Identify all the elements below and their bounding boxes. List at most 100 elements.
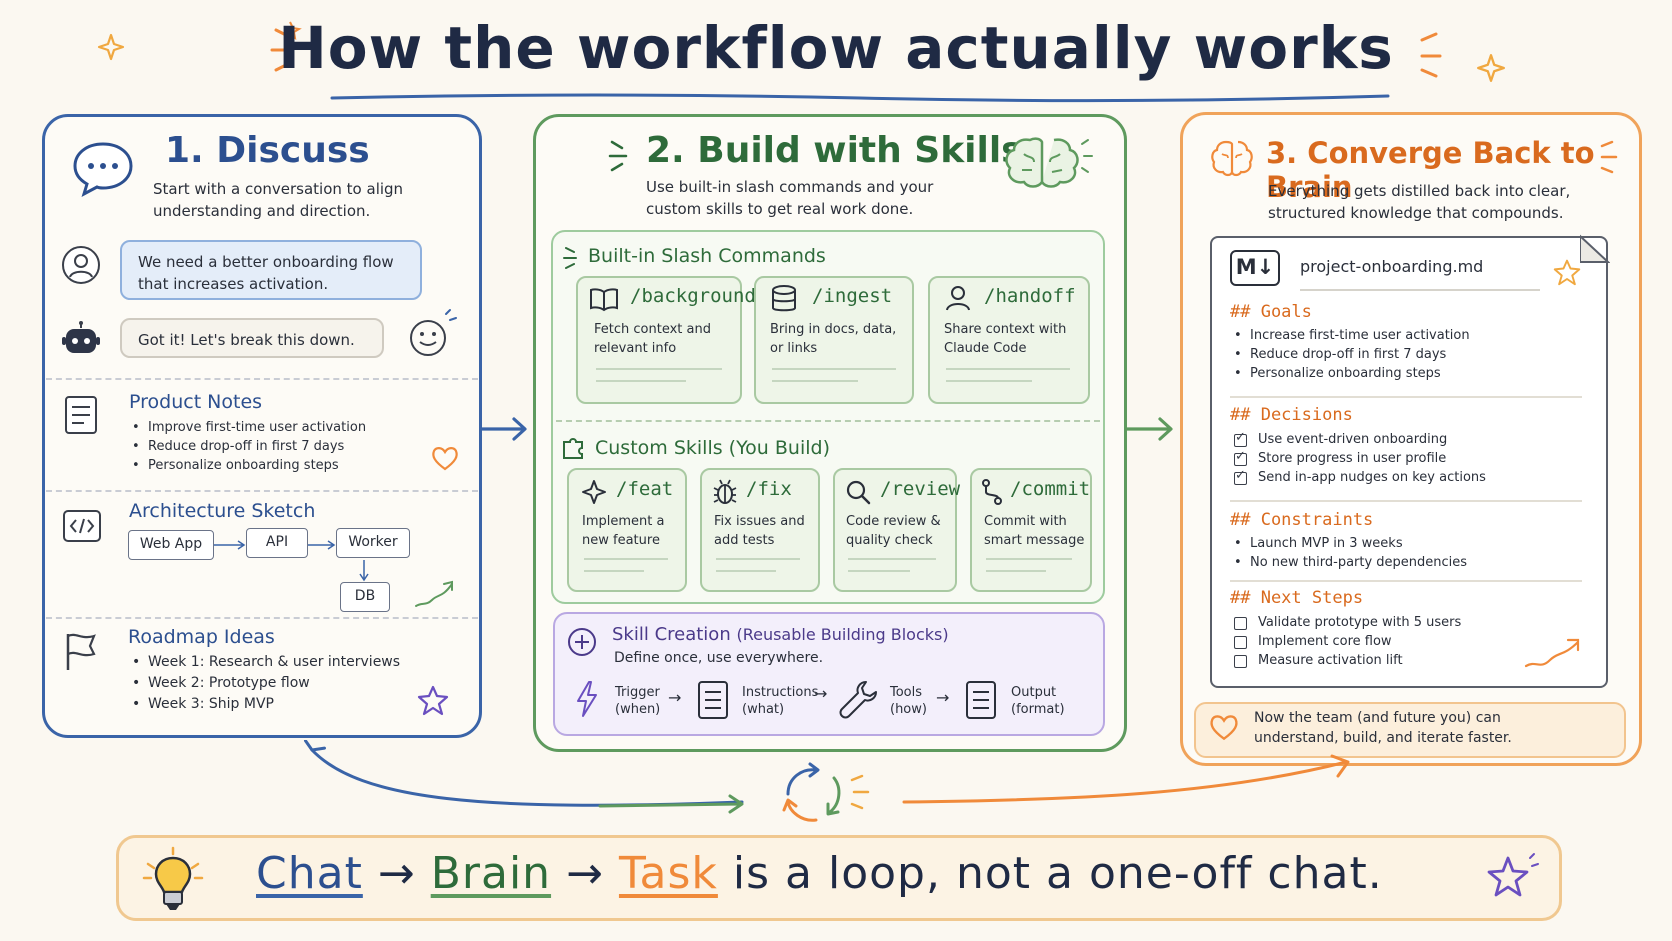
loop-brain: Brain [430, 848, 552, 899]
cmd-background: /background [630, 285, 756, 307]
card-desc-line: Code review & [846, 514, 941, 529]
skill-creation-desc: Define once, use everywhere. [614, 650, 824, 666]
checklist-item[interactable]: Validate prototype with 5 users [1232, 613, 1572, 632]
user-message-bubble: We need a better onboarding flow that in… [120, 240, 422, 300]
list-item: Improve first-time user activation [130, 418, 430, 437]
sparkle-icon [1477, 54, 1505, 82]
card-ingest[interactable] [754, 276, 914, 404]
puzzle-icon [563, 438, 583, 459]
divider [1300, 289, 1540, 291]
markdown-badge: M↓ [1230, 250, 1280, 286]
step-label: Trigger [615, 685, 660, 700]
card-placeholder-line [772, 368, 896, 370]
team-note-text: Now the team (and future you) can unders… [1254, 708, 1512, 748]
goals-list: Increase first-time user activation Redu… [1232, 326, 1572, 383]
divider [46, 378, 478, 380]
converge-desc: Everything gets distilled back into clea… [1268, 180, 1570, 224]
accent-marks-icon [608, 140, 628, 172]
checklist-item: Send in-app nudges on key actions [1232, 466, 1572, 487]
desc-line: understanding and direction. [153, 202, 371, 220]
step-sub: (when) [615, 702, 661, 717]
arch-node-api: API [246, 528, 308, 558]
step-arrow: → [936, 688, 950, 707]
card-placeholder-line [986, 558, 1072, 560]
list-item: No new third-party dependencies [1232, 553, 1572, 572]
skill-creation-title: Skill Creation (Reusable Building Blocks… [612, 624, 949, 645]
desc-line: Use built-in slash commands and your [646, 178, 934, 196]
checklist-item: Use event-driven onboarding [1232, 428, 1572, 449]
list-item: Week 3: Ship MVP [130, 694, 450, 715]
arch-node-db: DB [340, 582, 390, 612]
page-title: How the workflow actually works [278, 14, 1394, 82]
bug-icon [713, 479, 737, 504]
custom-title: Custom Skills (You Build) [595, 437, 830, 459]
team-note-box [1194, 702, 1626, 758]
next-steps-list: Validate prototype with 5 users Implemen… [1232, 613, 1572, 670]
document-icon [698, 681, 728, 719]
heart-icon [432, 447, 458, 471]
step-label: Tools [890, 685, 923, 700]
refresh-cycle-icon [782, 762, 870, 822]
card-placeholder-line [772, 380, 858, 382]
checklist-item[interactable]: Measure activation lift [1232, 651, 1572, 670]
loop-banner [116, 835, 1562, 921]
checklist-item: Store progress in user profile [1232, 447, 1572, 468]
cmd-feat: /feat [616, 478, 674, 500]
loop-rest: is a loop, not a one-off chat. [732, 848, 1383, 899]
arch-node-webapp: Web App [128, 530, 214, 560]
desc-line: custom skills to get real work done. [646, 200, 914, 218]
list-item: Week 2: Prototype flow [130, 673, 450, 694]
step-sub: (format) [1011, 702, 1065, 717]
bot-message-bubble: Got it! Let's break this down. [120, 318, 384, 358]
architecture-title: Architecture Sketch [129, 500, 316, 522]
card-desc-line: Claude Code [944, 341, 1027, 356]
star-icon [1487, 853, 1539, 897]
build-title: 2. Build with Skills [646, 130, 1023, 171]
build-desc: Use built-in slash commands and your cus… [646, 176, 933, 220]
list-item: Reduce drop-off in first 7 days [130, 437, 430, 456]
divider [46, 617, 478, 619]
card-desc: Bring in docs, data, or links [770, 320, 896, 358]
step-label: Output [1011, 685, 1057, 700]
desc-line: structured knowledge that compounds. [1268, 204, 1564, 222]
loop-chat: Chat [256, 848, 363, 899]
accent-marks-icon [1420, 32, 1442, 78]
accent-marks-icon [1600, 140, 1618, 174]
loop-arrow: → [377, 848, 416, 899]
cmd-ingest: /ingest [812, 285, 893, 307]
loop-task: Task [618, 848, 718, 899]
divider [1230, 396, 1582, 398]
card-placeholder-line [848, 558, 936, 560]
list-item: Launch MVP in 3 weeks [1232, 534, 1572, 553]
converge-title: 3. Converge Back to Brain [1266, 136, 1595, 204]
note-line: understand, build, and iterate faster. [1254, 730, 1512, 746]
title-underline [330, 93, 1390, 103]
step-arrow: → [814, 684, 828, 703]
decisions-heading: ## Decisions [1230, 405, 1353, 425]
divider [556, 420, 1100, 422]
wrench-icon [839, 681, 877, 719]
message-line: We need a better onboarding flow [138, 253, 394, 271]
step-instructions: Instructions (what) [742, 684, 818, 718]
card-desc-line: new feature [582, 533, 660, 548]
cmd-fix: /fix [746, 478, 792, 500]
constraints-list: Launch MVP in 3 weeks No new third-party… [1232, 534, 1572, 572]
builtin-title: Built-in Slash Commands [588, 245, 826, 267]
step-output: Output (format) [1011, 684, 1065, 718]
card-placeholder-line [584, 558, 668, 560]
product-notes-list: Improve first-time user activation Reduc… [130, 418, 430, 475]
flag-icon [66, 633, 96, 670]
desc-line: Start with a conversation to align [153, 180, 404, 198]
document-icon [966, 681, 996, 719]
checklist-item[interactable]: Implement core flow [1232, 632, 1572, 651]
arrow-right-icon [1124, 417, 1173, 441]
code-icon [63, 510, 101, 542]
note-line: Now the team (and future you) can [1254, 710, 1501, 726]
skill-creation-title-paren: (Reusable Building Blocks) [736, 625, 949, 644]
discuss-title: 1. Discuss [165, 130, 370, 171]
discuss-desc: Start with a conversation to align under… [153, 178, 403, 222]
arch-connectors [214, 540, 369, 582]
card-desc: Code review & quality check [846, 512, 941, 550]
divider [46, 490, 478, 492]
step-sub: (what) [742, 702, 785, 717]
